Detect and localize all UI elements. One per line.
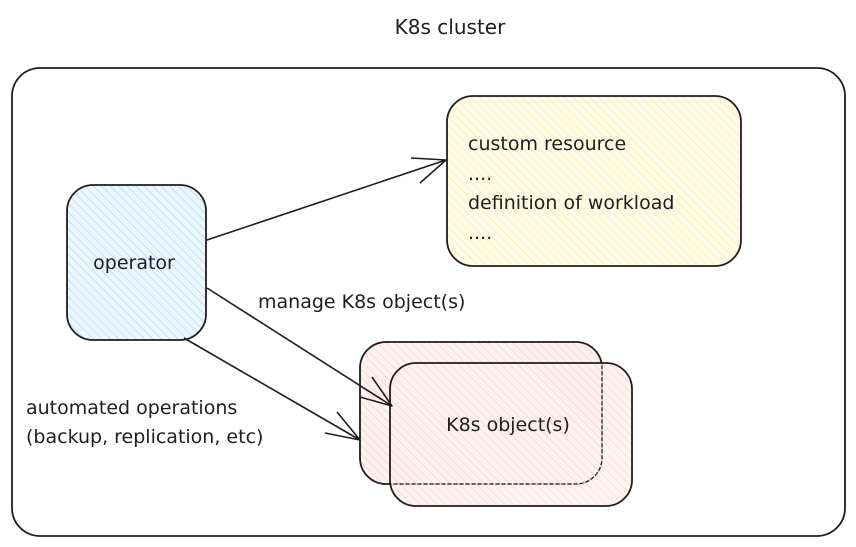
k8s-objects-label: K8s object(s) xyxy=(446,414,570,436)
arrowhead-icon xyxy=(359,376,393,407)
arrowhead-icon xyxy=(410,157,447,184)
custom-resource-line-1: custom resource xyxy=(468,133,626,155)
arrow-operator-manage-k8s-objects[interactable] xyxy=(206,287,393,407)
diagram-title: K8s cluster xyxy=(395,15,506,39)
cluster-frame[interactable] xyxy=(11,67,846,537)
k8s-object-back-outline xyxy=(359,341,603,485)
operator-label: operator xyxy=(93,252,175,274)
arrow-operator-to-custom-resource[interactable] xyxy=(206,157,447,241)
k8s-object-front-card xyxy=(389,362,633,507)
custom-resource-line-3: definition of workload xyxy=(468,192,674,214)
operator-node[interactable]: operator xyxy=(66,184,207,341)
arrow-operator-automated-operations[interactable] xyxy=(183,337,361,441)
automated-edge-label-line-1: automated operations xyxy=(26,397,237,419)
automated-edge-label-line-2: (backup, replication, etc) xyxy=(26,426,263,448)
manage-edge-label: manage K8s object(s) xyxy=(258,291,465,313)
custom-resource-line-4: .... xyxy=(468,222,492,244)
k8s-objects-node[interactable]: K8s object(s) xyxy=(359,341,633,507)
custom-resource-node[interactable]: custom resource .... definition of workl… xyxy=(446,95,742,267)
arrowhead-icon xyxy=(324,411,361,441)
custom-resource-line-2: .... xyxy=(468,163,492,185)
